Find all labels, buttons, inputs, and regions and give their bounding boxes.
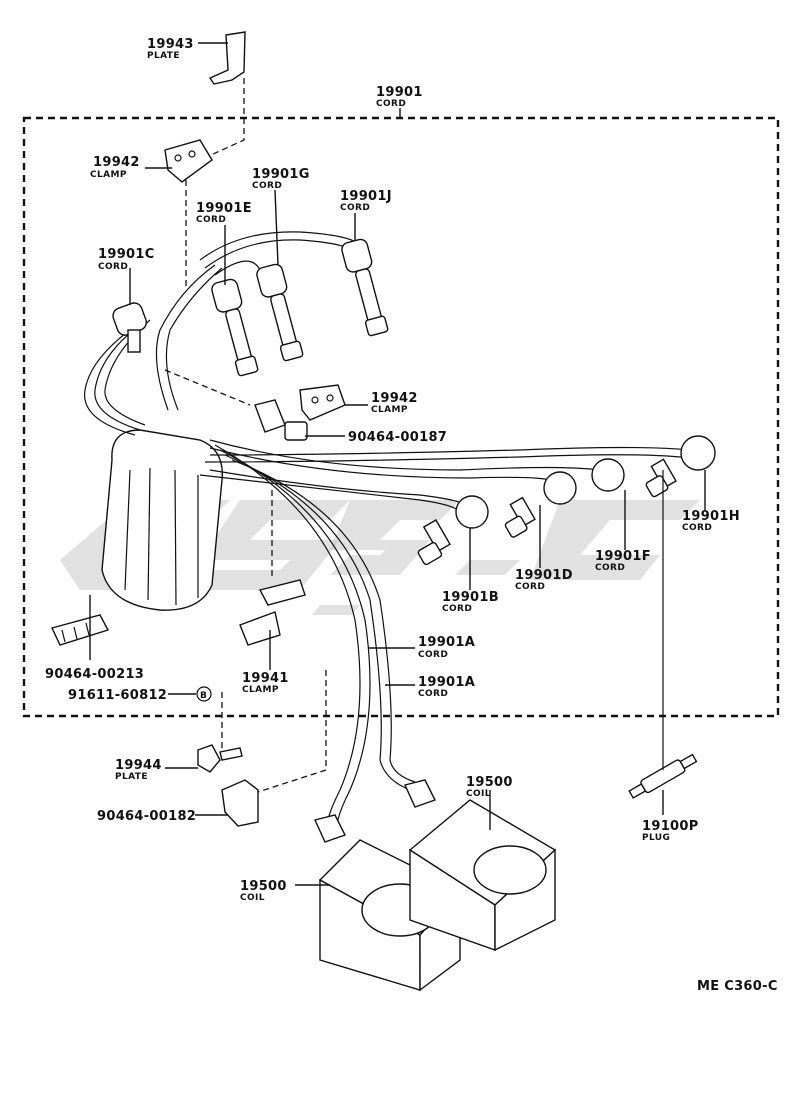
svg-text:19901: 19901 (376, 85, 423, 100)
svg-text:CLAMP: CLAMP (371, 405, 408, 415)
callout-91611-60812: 91611-60812 B (68, 688, 207, 703)
svg-text:19901A: 19901A (418, 635, 475, 650)
callout-19944: 19944 PLATE (115, 758, 162, 782)
svg-text:CLAMP: CLAMP (242, 685, 279, 695)
svg-text:90464-00213: 90464-00213 (45, 667, 144, 682)
svg-text:19500: 19500 (240, 879, 287, 894)
svg-text:CORD: CORD (515, 582, 545, 592)
callout-19901b: 19901B CORD (442, 590, 499, 614)
callout-19901j: 19901J CORD (340, 189, 392, 213)
svg-text:19901B: 19901B (442, 590, 499, 605)
svg-text:B: B (200, 691, 207, 701)
svg-text:CORD: CORD (442, 604, 472, 614)
diagram-code: ME C360-C (697, 979, 778, 994)
plate-19944 (196, 686, 243, 773)
svg-text:19941: 19941 (242, 671, 289, 686)
callout-19901g: 19901G CORD (252, 167, 310, 191)
svg-text:PLUG: PLUG (642, 833, 670, 843)
callout-19100p: 19100P PLUG (642, 819, 699, 843)
callout-19901d: 19901D CORD (515, 568, 573, 592)
cord-bundle (84, 231, 691, 821)
bracket-90464-00182 (221, 670, 327, 827)
svg-text:91611-60812: 91611-60812 (68, 688, 167, 703)
callout-19901a-upper: 19901A CORD (418, 635, 475, 660)
callout-90464-00182: 90464-00182 (97, 809, 196, 824)
svg-text:90464-00182: 90464-00182 (97, 809, 196, 824)
callout-19901c: 19901C CORD (98, 247, 155, 272)
svg-text:CORD: CORD (98, 262, 128, 272)
svg-text:19901H: 19901H (682, 509, 740, 524)
callout-19901: 19901 CORD (376, 85, 423, 109)
svg-text:COIL: COIL (466, 789, 491, 799)
svg-text:19901D: 19901D (515, 568, 573, 583)
ignition-coils (314, 779, 557, 992)
svg-text:19942: 19942 (371, 391, 418, 406)
svg-text:19901J: 19901J (340, 189, 392, 204)
plug-boots (112, 238, 716, 566)
callout-19901f: 19901F CORD (595, 549, 651, 573)
svg-text:19500: 19500 (466, 775, 513, 790)
svg-text:CORD: CORD (196, 215, 226, 225)
callout-19901h: 19901H CORD (682, 509, 740, 533)
svg-text:CORD: CORD (682, 523, 712, 533)
svg-text:PLATE: PLATE (147, 51, 180, 61)
svg-text:PLATE: PLATE (115, 772, 148, 782)
callout-19901a-lower: 19901A CORD (418, 675, 475, 699)
distributor-cap (101, 429, 224, 611)
callout-19500-front: 19500 COIL (240, 879, 287, 903)
svg-text:19901C: 19901C (98, 247, 155, 262)
callout-19500-rear: 19500 COIL (466, 775, 513, 799)
svg-text:19943: 19943 (147, 37, 194, 52)
spark-plug-19100p (628, 470, 698, 799)
clamp-90464-00213 (51, 614, 110, 646)
plate-19943 (199, 31, 246, 161)
callout-90464-00187: 90464-00187 (348, 430, 447, 445)
clamp-19941 (239, 490, 306, 646)
svg-text:19944: 19944 (115, 758, 162, 773)
clamp-19942-middle (164, 369, 346, 441)
svg-text:19901A: 19901A (418, 675, 475, 690)
svg-text:CORD: CORD (595, 563, 625, 573)
svg-text:19901G: 19901G (252, 167, 310, 182)
callout-90464-00213: 90464-00213 (45, 667, 144, 682)
svg-text:CORD: CORD (418, 689, 448, 699)
leader-lines (89, 42, 706, 886)
cord-set-frame (22, 116, 780, 718)
callout-19943: 19943 PLATE (147, 37, 194, 61)
svg-text:COIL: COIL (240, 893, 265, 903)
svg-text:19942: 19942 (93, 155, 140, 170)
svg-text:CORD: CORD (418, 650, 448, 660)
svg-text:CORD: CORD (340, 203, 370, 213)
callout-19941: 19941 CLAMP (242, 671, 289, 695)
clamp-19942-top (164, 139, 213, 290)
svg-text:19100P: 19100P (642, 819, 699, 834)
svg-text:CORD: CORD (252, 181, 282, 191)
svg-text:19901E: 19901E (196, 201, 252, 216)
svg-text:CLAMP: CLAMP (90, 170, 127, 180)
callout-19901e: 19901E CORD (196, 201, 252, 225)
callout-19942-top: 19942 CLAMP (90, 155, 140, 180)
svg-text:19901F: 19901F (595, 549, 651, 564)
callout-labels: 19943 PLATE 19901 CORD 19942 CLAMP 19901… (45, 37, 778, 994)
svg-text:90464-00187: 90464-00187 (348, 430, 447, 445)
svg-text:CORD: CORD (376, 99, 406, 109)
callout-19942-middle: 19942 CLAMP (371, 391, 418, 415)
